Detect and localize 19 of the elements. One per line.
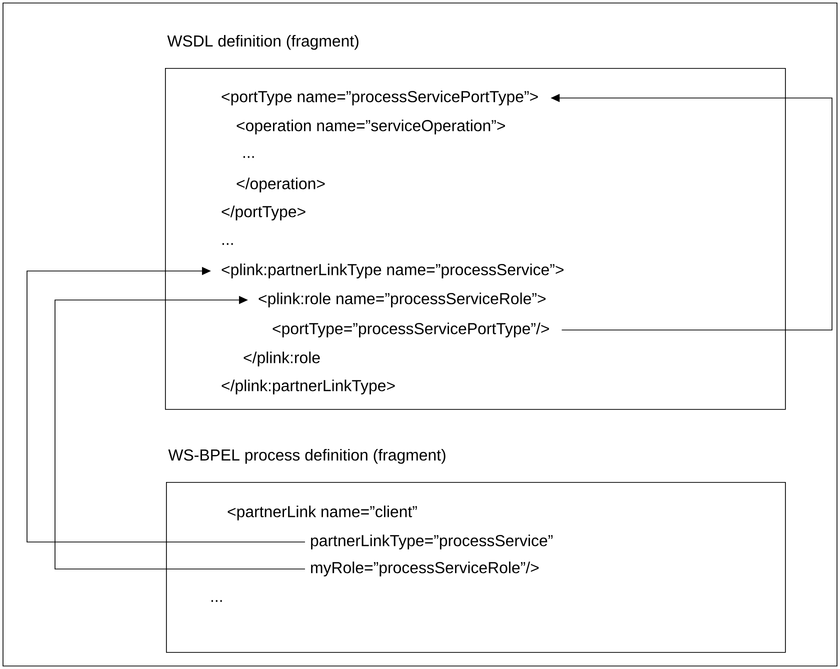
code-line: <portType name=”processServicePortType”> [222, 90, 538, 106]
code-line: myRole=”processServiceRole”/> [311, 562, 539, 576]
code-line: <plink:role name=”processServiceRole”> [258, 292, 546, 308]
code-line: </operation> [236, 178, 325, 192]
code-line: <plink:partnerLinkType name=”processService”> [222, 264, 564, 278]
code-line: ... [243, 156, 254, 158]
node-label: WS-BPEL process definition (fragment) [168, 448, 446, 464]
code-line: ... [222, 243, 233, 245]
code-line: partnerLinkType=”processService” [311, 534, 553, 550]
code-line: ... [211, 600, 222, 602]
arrow [54, 296, 306, 570]
node-label: WSDL definition (fragment) [167, 34, 358, 50]
code-line: </plink:partnerLinkType> [222, 380, 395, 394]
code-line: </plink:role [244, 352, 320, 366]
arrow [26, 266, 306, 542]
code-line: </portType> [222, 206, 306, 220]
code-line: <portType=”processServicePortType”/> [272, 322, 549, 338]
code-line: <operation name=”serviceOperation”> [236, 120, 505, 134]
code-line: <partnerLink name=”client” [228, 506, 417, 520]
